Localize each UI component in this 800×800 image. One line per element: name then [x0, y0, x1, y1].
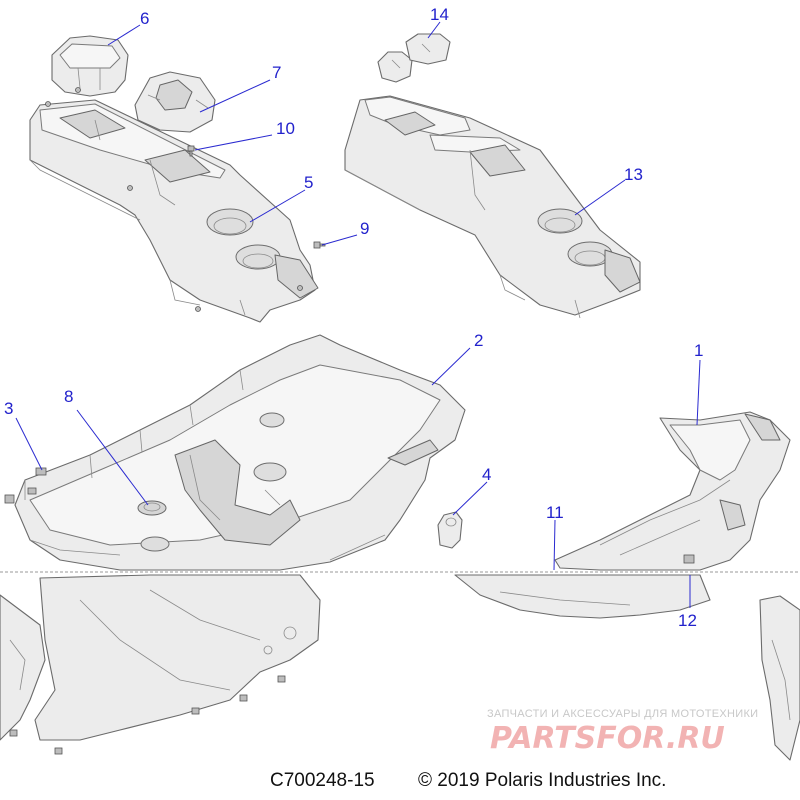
callout-13: 13: [624, 165, 643, 184]
callout-11: 11: [546, 503, 564, 522]
callout-10: 10: [276, 119, 295, 138]
boot-seal-4[interactable]: [437, 511, 463, 549]
floor-pan-2[interactable]: [14, 334, 466, 571]
callout-6: 6: [140, 9, 149, 28]
callout-8: 8: [64, 387, 73, 406]
callout-5: 5: [304, 173, 313, 192]
fastener-10[interactable]: [187, 145, 195, 157]
console-cap-14[interactable]: [377, 33, 451, 83]
callout-9: 9: [360, 219, 369, 238]
skid-panel-right-12[interactable]: [454, 574, 711, 619]
shift-boot-cover-6[interactable]: [51, 35, 129, 97]
diagram-id: C700248-15: [270, 770, 375, 791]
side-panel-far-right[interactable]: [759, 595, 800, 761]
clip-3[interactable]: [4, 467, 47, 504]
side-panel-far-left[interactable]: [0, 594, 46, 741]
watermark-brand: PARTSFOR.RU: [490, 721, 725, 756]
leader-lines: [15, 21, 701, 608]
copyright: © 2019 Polaris Industries Inc.: [418, 770, 666, 791]
callout-2: 2: [474, 331, 483, 350]
floor-panel-right-1[interactable]: [554, 411, 791, 571]
callout-1: 1: [694, 341, 703, 360]
console-screws-left: [45, 87, 303, 312]
skid-panel-left[interactable]: [34, 574, 321, 741]
center-console-left[interactable]: [29, 99, 319, 323]
callout-7: 7: [272, 63, 281, 82]
callout-3: 3: [4, 399, 13, 418]
watermark-tagline: ЗАПЧАСТИ И АКСЕССУАРЫ ДЛЯ МОТОТЕХНИКИ: [487, 708, 758, 720]
center-console-right[interactable]: [344, 95, 641, 319]
lower-fasteners: [9, 675, 286, 755]
shift-boot-7[interactable]: [134, 71, 216, 133]
callout-12: 12: [678, 611, 697, 630]
grommet-8[interactable]: [137, 500, 167, 516]
callout-4: 4: [482, 465, 491, 484]
callout-14: 14: [430, 5, 449, 24]
